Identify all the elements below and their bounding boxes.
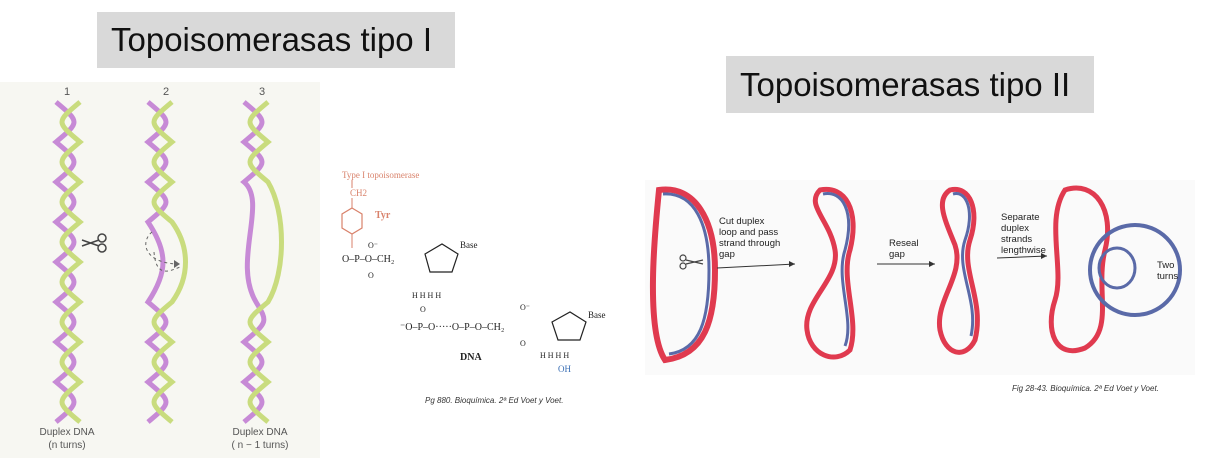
helix-2 bbox=[144, 100, 188, 424]
topo2-figure bbox=[649, 185, 1182, 364]
loop-3-blue bbox=[952, 192, 975, 337]
svg-text:O⁻: O⁻ bbox=[520, 303, 530, 312]
scissors-icon bbox=[81, 233, 107, 253]
step-number-3: 3 bbox=[259, 86, 266, 98]
ch2-label: CH2 bbox=[350, 188, 367, 198]
separated-ring-blue-inner bbox=[1097, 246, 1137, 290]
step-number-1: 1 bbox=[64, 86, 71, 98]
helix-panel: 1 2 3 Duplex DNA (n turns) Duplex DNA ( … bbox=[0, 82, 320, 458]
svg-text:O–P–O–CH₂: O–P–O–CH₂ bbox=[342, 254, 394, 265]
svg-text:O: O bbox=[420, 305, 426, 314]
loop-1-blue bbox=[662, 192, 711, 356]
svg-text:H H H H: H H H H bbox=[540, 351, 569, 360]
helix-figure bbox=[0, 82, 320, 458]
label-separate-strands: Separate duplex strands lengthwise bbox=[1001, 212, 1046, 256]
svg-text:O: O bbox=[520, 339, 526, 348]
benzene-ring bbox=[341, 207, 363, 235]
title-topoisomerase-type-2: Topoisomerasas tipo II bbox=[726, 56, 1094, 113]
topo2-panel: Cut duplex loop and pass strand through … bbox=[645, 180, 1195, 375]
helix-3 bbox=[240, 100, 284, 424]
phosphotyrosine-linkage-structure: Type I topoisomerase CH2 Tyr O–P–O–CH₂ O… bbox=[341, 170, 606, 374]
tyr-label: Tyr bbox=[375, 210, 391, 221]
citation-left: Pg 880. Bioquímica. 2ª Ed Voet y Voet. bbox=[425, 396, 564, 405]
sugar-ring-1 bbox=[424, 243, 459, 273]
sugar-ring-2 bbox=[551, 311, 587, 341]
svg-text:O: O bbox=[368, 271, 374, 280]
label-reseal-gap: Reseal gap bbox=[889, 238, 919, 260]
svg-text:⁻O–P–O·····O–P–O–CH₂: ⁻O–P–O·····O–P–O–CH₂ bbox=[400, 322, 504, 333]
helix-1 bbox=[52, 100, 84, 424]
title-topoisomerase-type-1: Topoisomerasas tipo I bbox=[97, 12, 455, 68]
dna-label: DNA bbox=[460, 352, 482, 363]
caption-duplex-n-turns: Duplex DNA (n turns) bbox=[39, 427, 95, 451]
oh-label: OH bbox=[558, 364, 571, 374]
loop-2-red bbox=[804, 186, 856, 360]
step-number-2: 2 bbox=[163, 86, 170, 98]
title-text-type-2: Topoisomerasas tipo II bbox=[740, 65, 1071, 103]
label-two-turns: Two turns bbox=[1157, 260, 1179, 282]
svg-text:H H H H: H H H H bbox=[412, 291, 441, 300]
separated-ring-blue bbox=[1088, 223, 1182, 317]
scissors-icon bbox=[679, 254, 704, 270]
base-label-1: Base bbox=[460, 240, 478, 250]
caption-duplex-n-minus-1-turns: Duplex DNA ( n − 1 turns) bbox=[231, 427, 289, 451]
loop-1-red bbox=[649, 186, 719, 364]
label-cut-duplex: Cut duplex loop and pass strand through … bbox=[719, 216, 781, 260]
title-text-type-1: Topoisomerasas tipo I bbox=[111, 21, 432, 58]
loop-3-red bbox=[936, 186, 980, 355]
arrow-1 bbox=[716, 263, 796, 269]
citation-right: Fig 28-43. Bioquímica. 2ª Ed Voet y Voet… bbox=[1012, 384, 1159, 393]
arrow-3 bbox=[996, 255, 1048, 259]
svg-text:O⁻: O⁻ bbox=[368, 241, 378, 250]
enzyme-label: Type I topoisomerase bbox=[342, 170, 419, 180]
base-label-2: Base bbox=[588, 310, 606, 320]
loop-2-blue bbox=[822, 192, 850, 347]
separated-ring-red bbox=[1048, 185, 1111, 353]
